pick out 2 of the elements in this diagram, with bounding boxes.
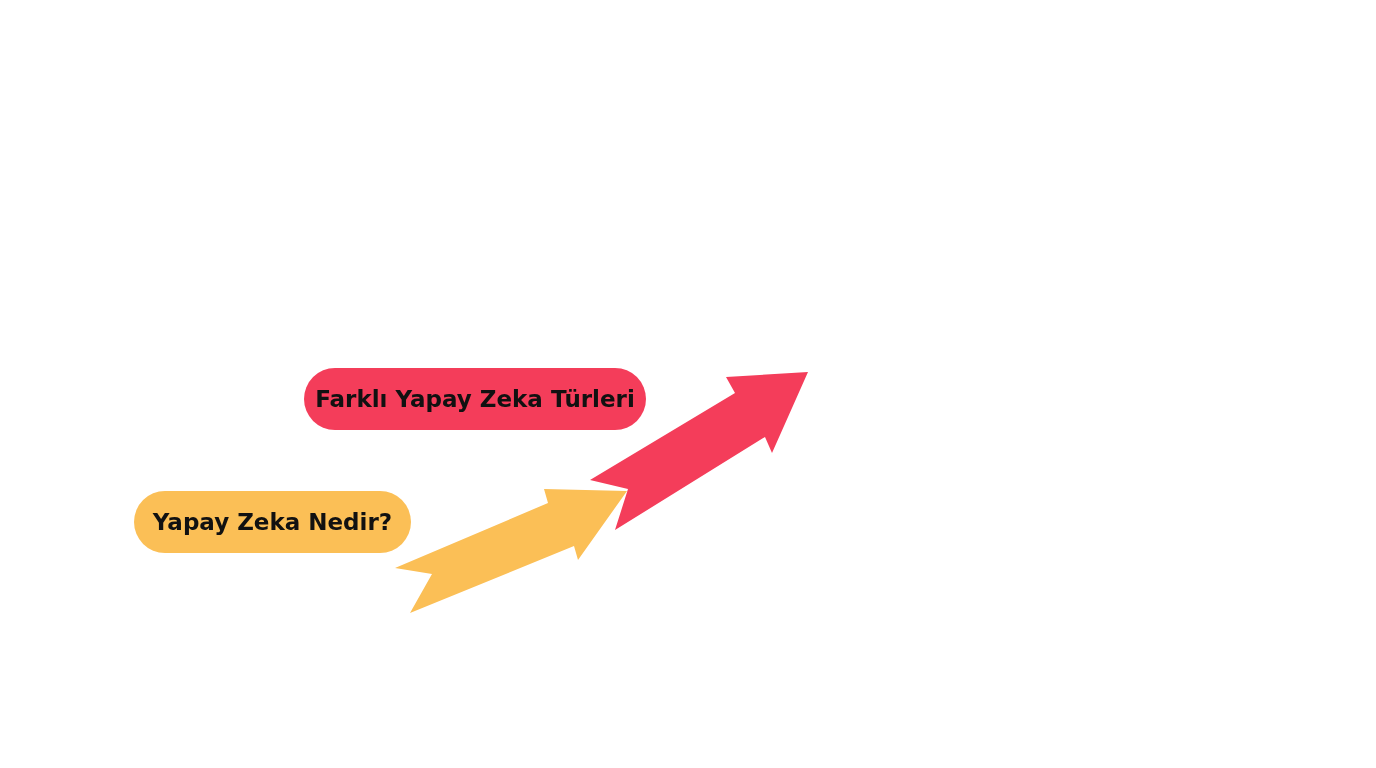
topic-pill: Farklı Yapay Zeka Türleri (304, 368, 646, 430)
topic-pill: Yapay Zeka Nedir? (134, 491, 411, 553)
